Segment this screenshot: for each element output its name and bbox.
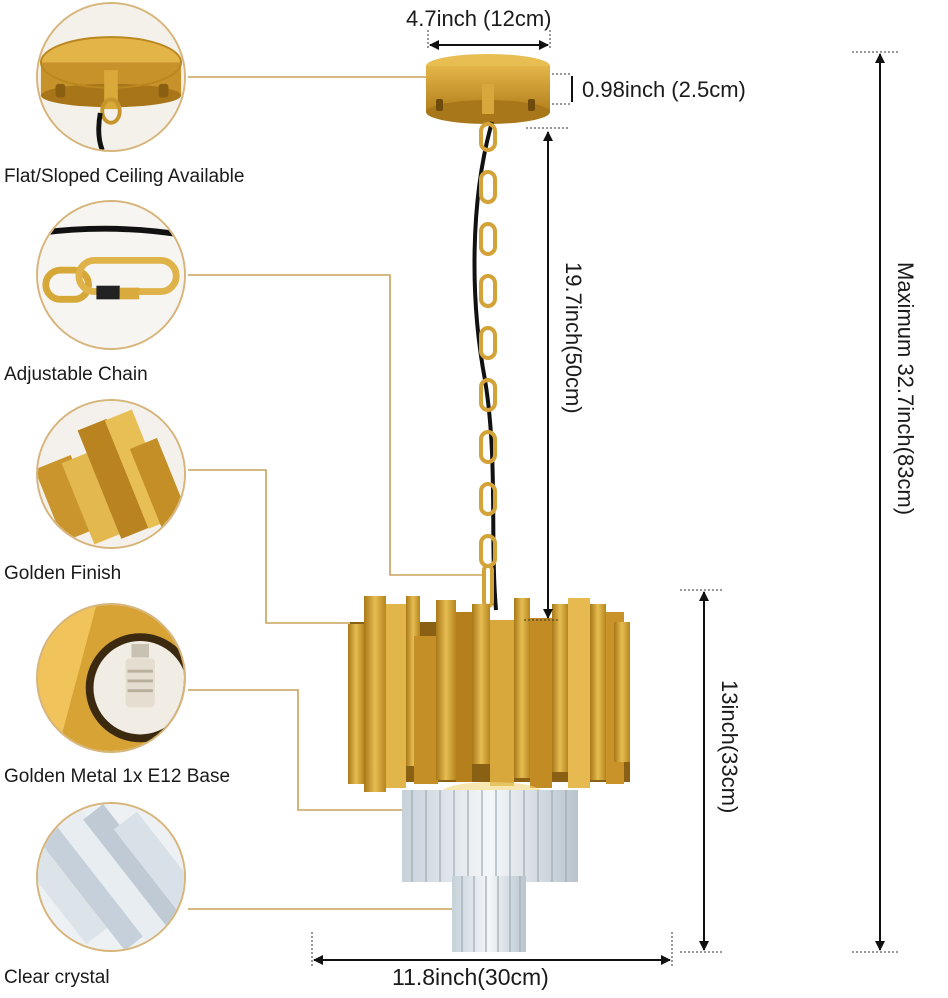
- leader-line-finish: [188, 469, 358, 624]
- leader-lines: [188, 76, 486, 910]
- crystal-tier-lower: [452, 876, 526, 952]
- gold-bars-closeup-icon: [36, 399, 186, 549]
- feature-caption-finish: Golden Finish: [4, 563, 122, 584]
- socket-closeup-icon: [36, 603, 186, 753]
- label-chain-length: 19.7inch(50cm): [561, 262, 586, 414]
- canopy: [426, 54, 550, 124]
- label-body-height: 13inch(33cm): [717, 680, 742, 814]
- canopy-closeup-icon: [36, 2, 186, 152]
- leader-line-chain: [188, 274, 486, 576]
- label-maximum-height: Maximum 32.7inch(83cm): [893, 262, 918, 516]
- crystal-closeup-icon: [36, 802, 186, 952]
- feature-caption-crystal: Clear crystal: [4, 967, 110, 988]
- chain-closeup-icon: [36, 200, 186, 350]
- leader-line-socket: [188, 689, 476, 811]
- crystal-tier-upper: [402, 790, 578, 882]
- gold-bar-body: [348, 596, 630, 802]
- label-canopy-height: 0.98inch (2.5cm): [582, 77, 746, 102]
- extension-lines: [311, 30, 900, 968]
- dimension-arrows: [313, 40, 885, 965]
- feature-caption-chain: Adjustable Chain: [4, 364, 148, 385]
- feature-caption-ceiling: Flat/Sloped Ceiling Available: [4, 166, 245, 187]
- label-canopy-width: 4.7inch (12cm): [406, 6, 552, 31]
- label-body-width: 11.8inch(30cm): [392, 964, 549, 990]
- feature-caption-socket: Golden Metal 1x E12 Base: [4, 766, 231, 787]
